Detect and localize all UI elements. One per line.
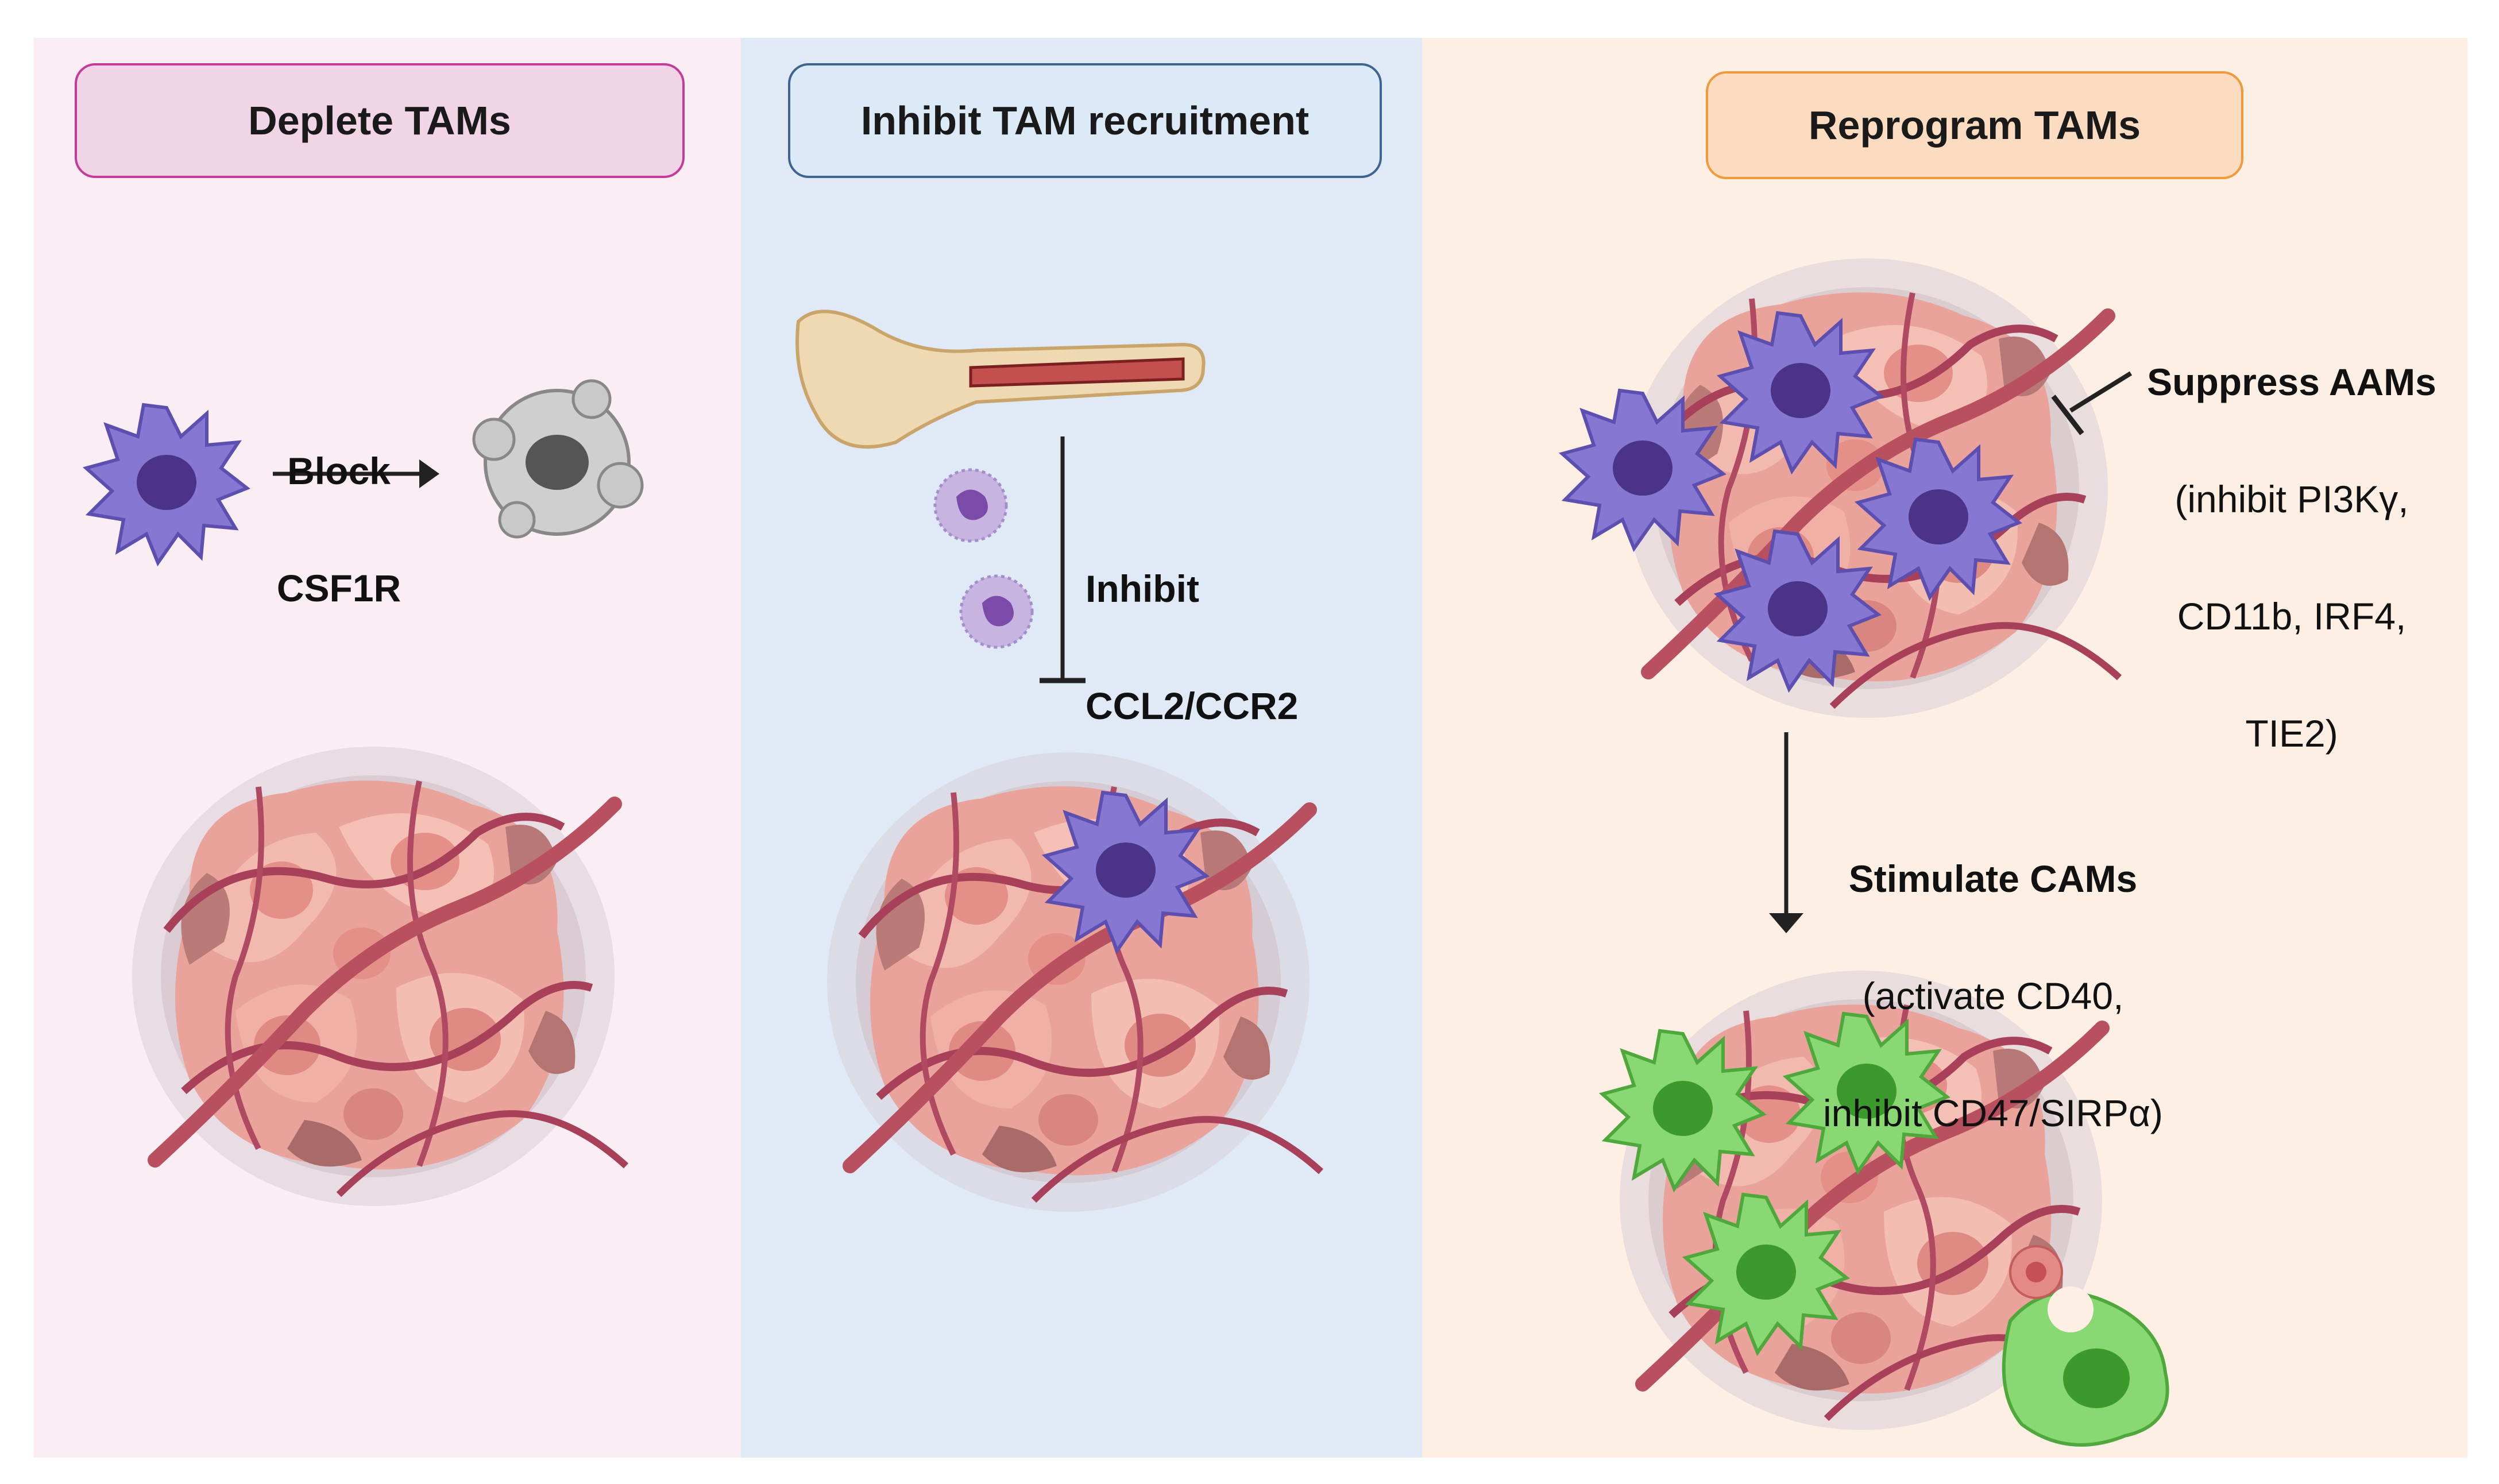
tumor-icon [132,747,626,1206]
apoptotic-cell-icon [472,379,644,539]
stimulate-cams-label: Stimulate CAMs (activate CD40, inhibit C… [1822,857,2164,1134]
monocyte-icon [961,576,1032,647]
macrophage-icon [86,405,247,563]
inhibition-bar-icon [2069,371,2133,413]
inhibit-ccl2-label: Inhibit CCL2/CCR2 [1086,567,1299,727]
panel-inhibit-recruitment [741,38,1422,1458]
tumor-icon [1625,258,2119,718]
bone-marrow-icon [795,310,1206,449]
deplete-title: Deplete TAMs [75,63,685,178]
reprogram-title: Reprogram TAMs [1706,71,2243,179]
suppress-aams-label: Suppress AAMs (inhibit PI3Kγ, CD11b, IRF… [2147,361,2436,755]
phagocytosis-icon [2002,1245,2169,1447]
monocyte-icon [935,470,1006,541]
recruitment-title: Inhibit TAM recruitment [788,63,1382,178]
block-label: Block CSF1R [276,450,401,609]
